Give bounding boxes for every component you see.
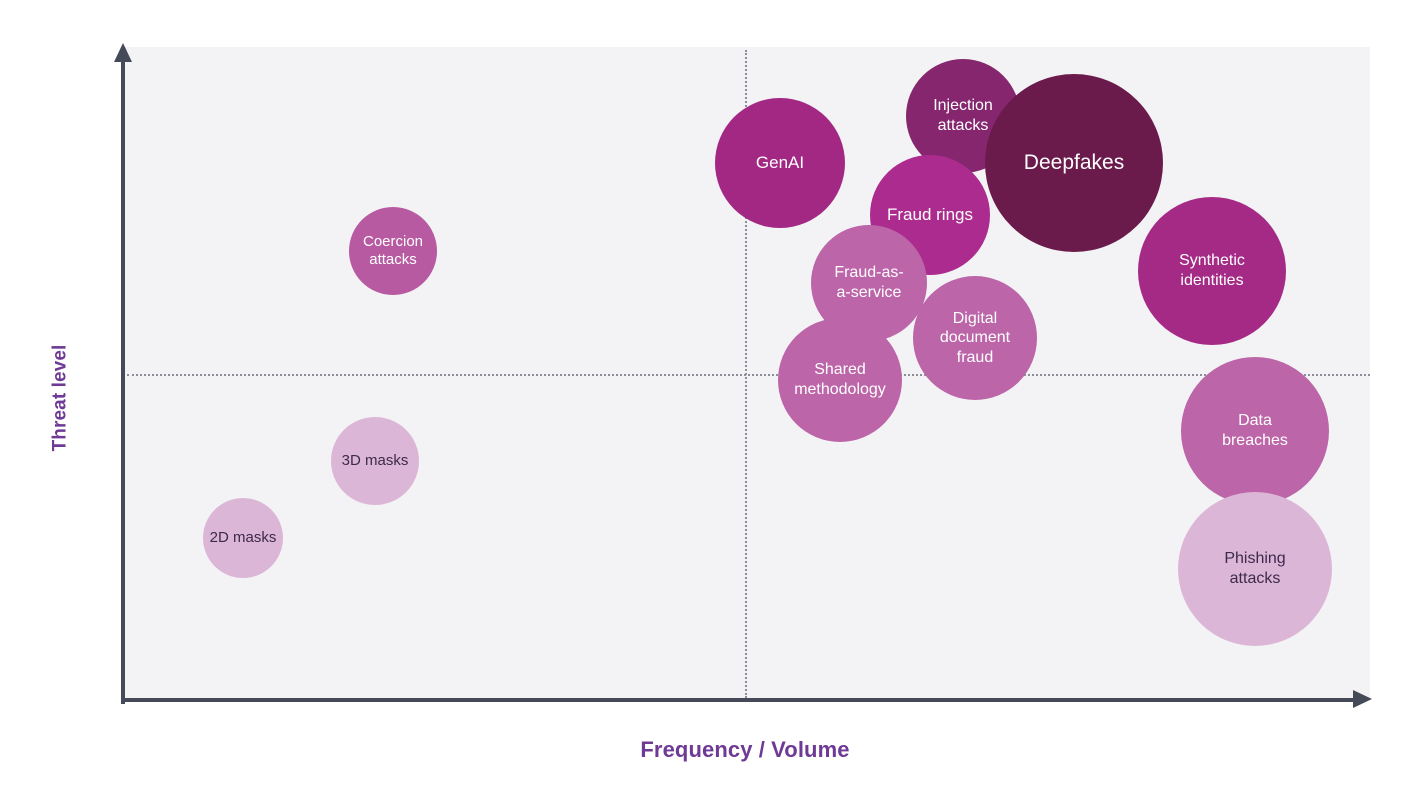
y-axis-title-text: Threat level [49, 344, 70, 452]
y-axis-line [121, 60, 125, 704]
quadrant-divider-horizontal [127, 374, 1370, 376]
bubble-label: Synthetic identities [1179, 252, 1245, 289]
bubble-label: Coercion attacks [362, 232, 424, 268]
bubble-digital-document-fraud[interactable]: Digital document fraud [913, 276, 1037, 400]
bubble-3d-masks[interactable]: 3D masks [331, 417, 419, 505]
bubble-label: Data breaches [1222, 412, 1288, 449]
bubble-coercion-attacks[interactable]: Coercion attacks [349, 207, 437, 295]
bubble-label: 3D masks [341, 451, 409, 469]
bubble-label: Deepfakes [1023, 151, 1125, 175]
bubble-label: Injection attacks [933, 97, 993, 134]
x-axis-arrow-icon [1353, 690, 1372, 708]
bubble-shared-methodology[interactable]: Shared methodology [778, 318, 902, 442]
bubble-2d-masks[interactable]: 2D masks [203, 498, 283, 578]
x-axis-title: Frequency / Volume [640, 737, 850, 762]
bubble-genai[interactable]: GenAI [715, 98, 845, 228]
bubble-label: Shared methodology [794, 361, 886, 398]
y-axis-arrow-icon [114, 43, 132, 62]
bubble-label: Fraud rings [887, 204, 973, 224]
y-axis-title: Threat level [0, 318, 120, 478]
bubble-data-breaches[interactable]: Data breaches [1181, 357, 1329, 505]
bubble-label: Digital document fraud [939, 309, 1011, 366]
x-axis-line [121, 698, 1357, 702]
bubble-synthetic-identities[interactable]: Synthetic identities [1138, 197, 1286, 345]
bubble-label: 2D masks [209, 528, 277, 546]
bubble-label: Fraud-as- a-service [834, 264, 904, 301]
bubble-label: GenAI [755, 152, 805, 172]
bubble-label: Phishing attacks [1224, 550, 1286, 587]
bubble-phishing-attacks[interactable]: Phishing attacks [1178, 492, 1332, 646]
bubble-deepfakes[interactable]: Deepfakes [985, 74, 1163, 252]
